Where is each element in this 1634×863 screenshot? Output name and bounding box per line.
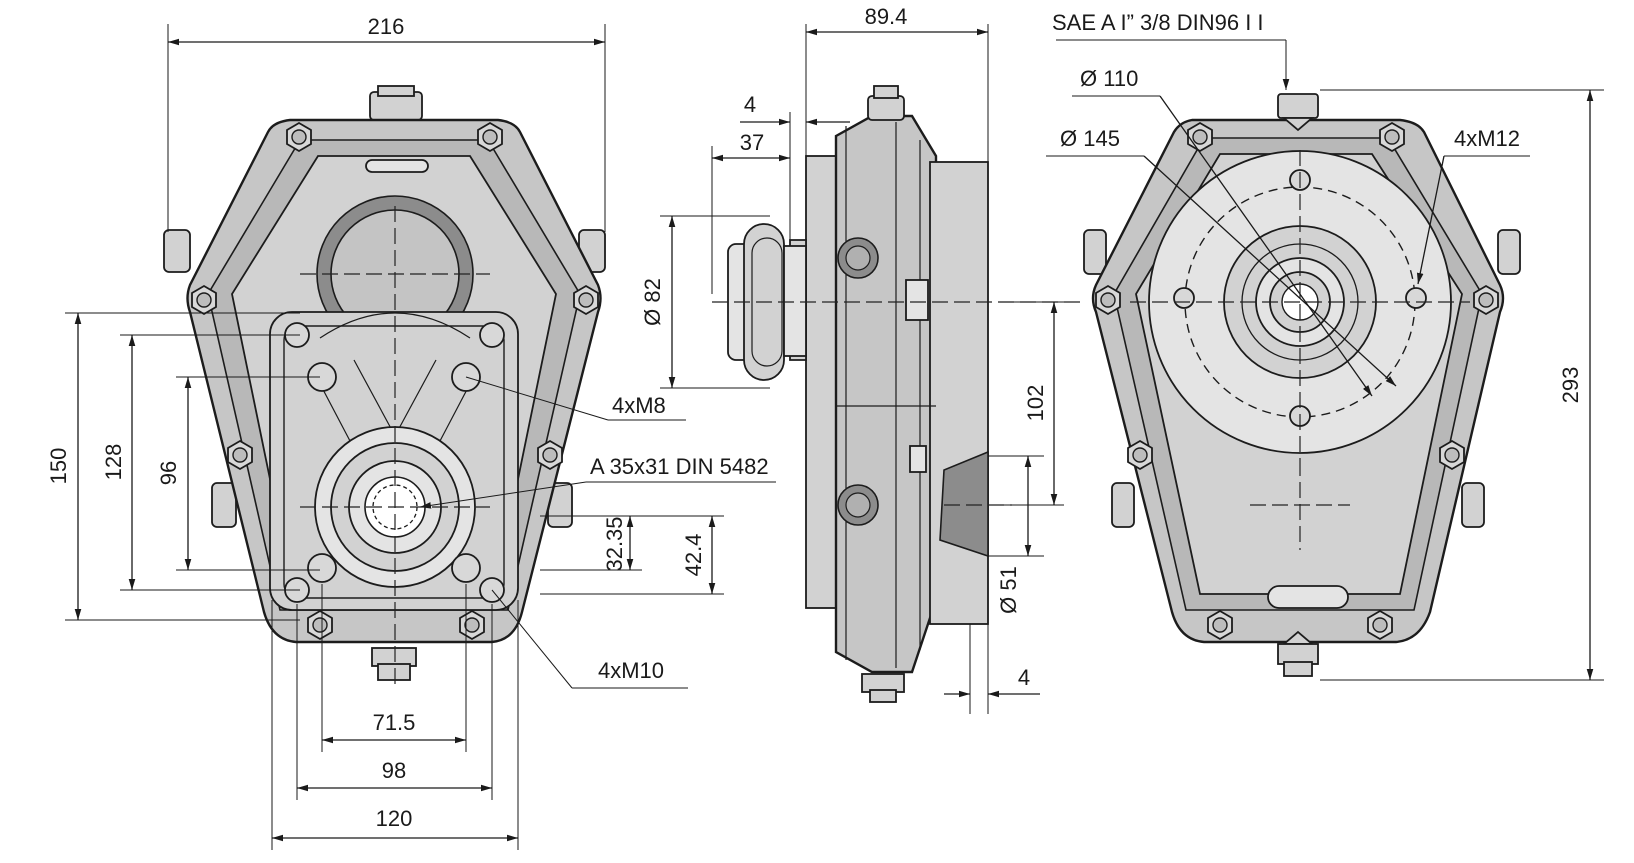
dim-42-4: 42.4 — [681, 534, 706, 577]
side-view — [712, 85, 1080, 703]
dim-dia-82: Ø 82 — [640, 278, 665, 326]
rear-dimensions: SAE A I” 3/8 DIN96 I I Ø 110 Ø 145 4xM12… — [1046, 10, 1604, 681]
dim-96: 96 — [156, 461, 181, 485]
dim-89-4: 89.4 — [865, 4, 908, 29]
dim-98: 98 — [382, 758, 406, 783]
label-dia-145: Ø 145 — [1060, 126, 1120, 151]
rear-view — [1083, 93, 1521, 677]
front-dimensions: 216 150 128 96 71.5 98 120 4xM8 A 35x31 … — [46, 14, 776, 850]
label-4xm8: 4xM8 — [612, 393, 666, 418]
dim-4-bottom: 4 — [1018, 665, 1030, 690]
dim-71-5: 71.5 — [373, 710, 416, 735]
dim-102: 102 — [1023, 385, 1048, 422]
dim-216: 216 — [368, 14, 405, 39]
dim-dia-51: Ø 51 — [996, 566, 1021, 614]
label-shaft: A 35x31 DIN 5482 — [590, 454, 769, 479]
dim-150: 150 — [46, 448, 71, 485]
label-sae: SAE A I” 3/8 DIN96 I I — [1052, 10, 1264, 35]
dim-4-top: 4 — [744, 92, 756, 117]
dim-32-35: 32.35 — [602, 516, 627, 571]
dim-37: 37 — [740, 130, 764, 155]
dim-128: 128 — [101, 444, 126, 481]
label-4xm10: 4xM10 — [598, 658, 664, 683]
label-4xm12: 4xM12 — [1454, 126, 1520, 151]
label-dia-110: Ø 110 — [1080, 66, 1138, 91]
dim-120: 120 — [376, 806, 413, 831]
dim-293: 293 — [1558, 367, 1583, 404]
side-dimensions: 89.4 4 37 Ø 82 102 Ø 51 4 — [640, 4, 1064, 714]
front-view — [163, 85, 606, 690]
